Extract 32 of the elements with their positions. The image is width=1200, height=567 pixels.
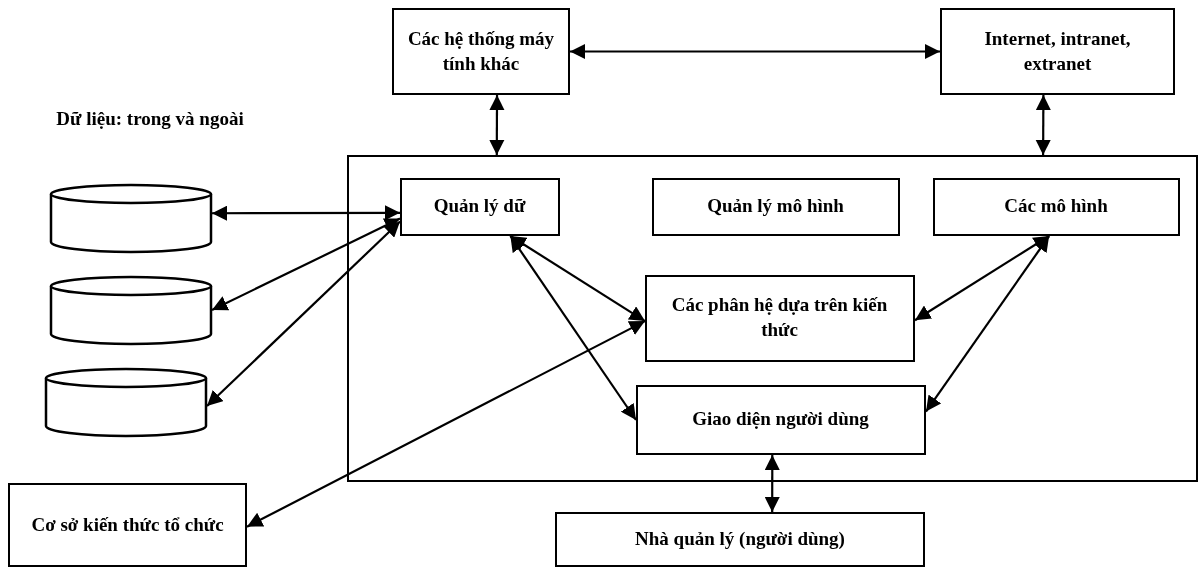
node-label: Quản lý mô hình bbox=[706, 194, 845, 219]
node-label: Các phân hệ dựa trên kiến thức bbox=[670, 293, 889, 342]
process-box bbox=[635, 384, 926, 455]
node-label: Nhà quản lý (người dùng) bbox=[634, 527, 846, 552]
node-label: Cơ sở kiến thức tổ chức bbox=[30, 512, 225, 537]
node-label: Các mô hình bbox=[1003, 194, 1109, 219]
container-box bbox=[347, 155, 1198, 482]
process-box bbox=[932, 177, 1180, 236]
double-arrow bbox=[206, 220, 401, 407]
process-box bbox=[644, 274, 915, 362]
double-arrow bbox=[246, 320, 646, 528]
process-box bbox=[399, 177, 560, 236]
node-label: Giao diện người dùng bbox=[691, 407, 870, 432]
process-box bbox=[651, 177, 900, 236]
double-arrow bbox=[1035, 95, 1052, 155]
double-arrow bbox=[914, 235, 1050, 322]
node-label: Quản lý dữ bbox=[432, 194, 527, 219]
node-label: Internet, intranet, extranet bbox=[983, 26, 1132, 76]
double-arrow bbox=[211, 217, 401, 311]
double-arrow bbox=[509, 235, 646, 323]
process-box bbox=[392, 8, 570, 95]
double-arrow bbox=[570, 43, 940, 60]
process-box bbox=[555, 512, 925, 567]
double-arrow bbox=[489, 95, 505, 155]
node-label: Các hệ thống máy tính khác bbox=[406, 26, 556, 76]
process-box bbox=[8, 483, 247, 567]
double-arrow bbox=[764, 455, 780, 512]
double-arrow bbox=[212, 205, 400, 221]
double-arrow bbox=[925, 235, 1050, 413]
note-text: Dữ liệu: trong và ngoài bbox=[55, 107, 245, 131]
process-box bbox=[940, 8, 1175, 95]
double-arrow bbox=[509, 235, 637, 421]
